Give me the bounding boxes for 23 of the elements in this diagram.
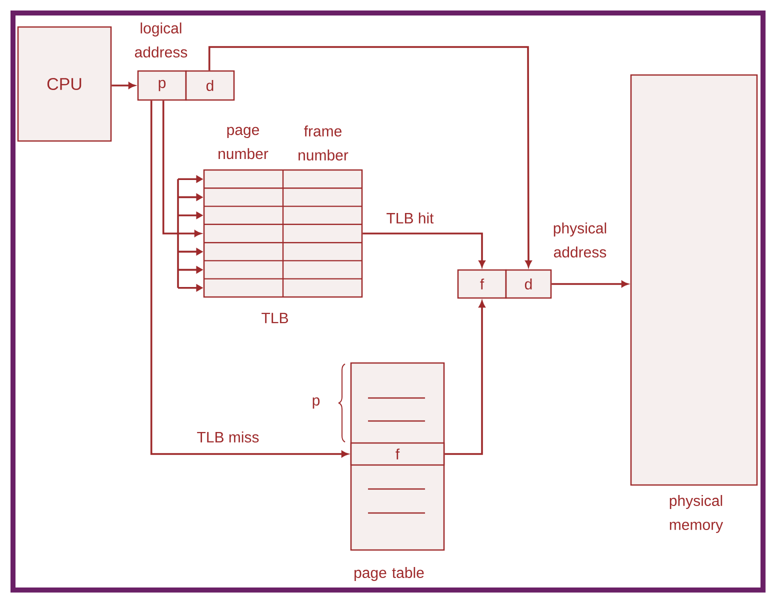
- arrow: [525, 260, 532, 268]
- arrow: [444, 300, 486, 455]
- arrow: [362, 232, 486, 268]
- caption-text: TLB: [262, 312, 288, 324]
- arrow: [552, 280, 628, 288]
- column-header: page number: [218, 126, 268, 160]
- edge-label: TLB hit: [385, 212, 435, 224]
- process-box: CPU: [17, 26, 112, 142]
- arrow: [341, 450, 348, 458]
- arrow: [112, 82, 136, 89]
- address-label: logical address: [134, 22, 188, 58]
- arrow: [194, 175, 204, 292]
- edge-label: TLB miss: [196, 430, 260, 444]
- address-field: d: [505, 269, 552, 299]
- address-field: f: [457, 269, 507, 299]
- caption-text: page table: [354, 567, 424, 581]
- address-field: p: [137, 70, 187, 101]
- brace-label: p: [312, 397, 320, 409]
- address-label: physical address: [554, 222, 606, 258]
- caption-text: physical memory: [670, 495, 724, 533]
- column-header: frame number: [298, 126, 348, 160]
- address-field: d: [185, 70, 235, 101]
- table-row: f: [350, 442, 445, 466]
